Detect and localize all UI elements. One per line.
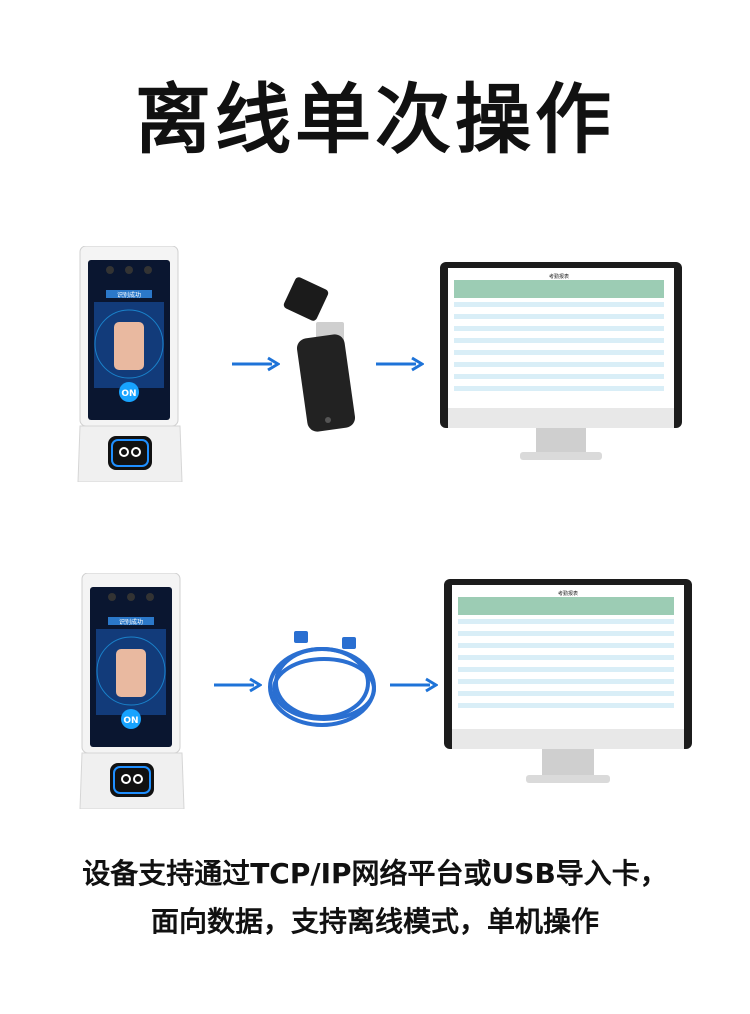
on-button-label: ON (123, 716, 138, 726)
on-button-label: ON (121, 389, 136, 399)
device-screen-label: 识别成功 (119, 618, 143, 626)
caption-line-1: 设备支持通过TCP/IP网络平台或USB导入卡， (82, 857, 668, 890)
monitor-icon: 考勤报表 (444, 579, 692, 783)
network-transfer-row: ON 识别成功 考勤报表 (0, 565, 750, 825)
network-cable-icon (268, 631, 376, 727)
arrow-right-icon (376, 356, 424, 372)
arrow-right-icon (390, 677, 438, 693)
page-title: 离线单次操作 (135, 75, 615, 164)
usb-stick-icon (283, 277, 356, 432)
sheet-title: 考勤报表 (558, 590, 578, 597)
usb-transfer-row: ON 识别成功 考勤报表 (0, 238, 750, 498)
monitor-icon: 考勤报表 (440, 262, 682, 460)
arrow-right-icon (214, 677, 262, 693)
sheet-title: 考勤报表 (549, 273, 569, 280)
palm-device-icon: ON 识别成功 (79, 573, 185, 809)
arrow-right-icon (232, 356, 280, 372)
device-screen-label: 识别成功 (117, 291, 141, 299)
palm-device-icon: ON 识别成功 (77, 246, 183, 482)
caption-line-2: 面向数据，支持离线模式，单机操作 (150, 905, 599, 938)
